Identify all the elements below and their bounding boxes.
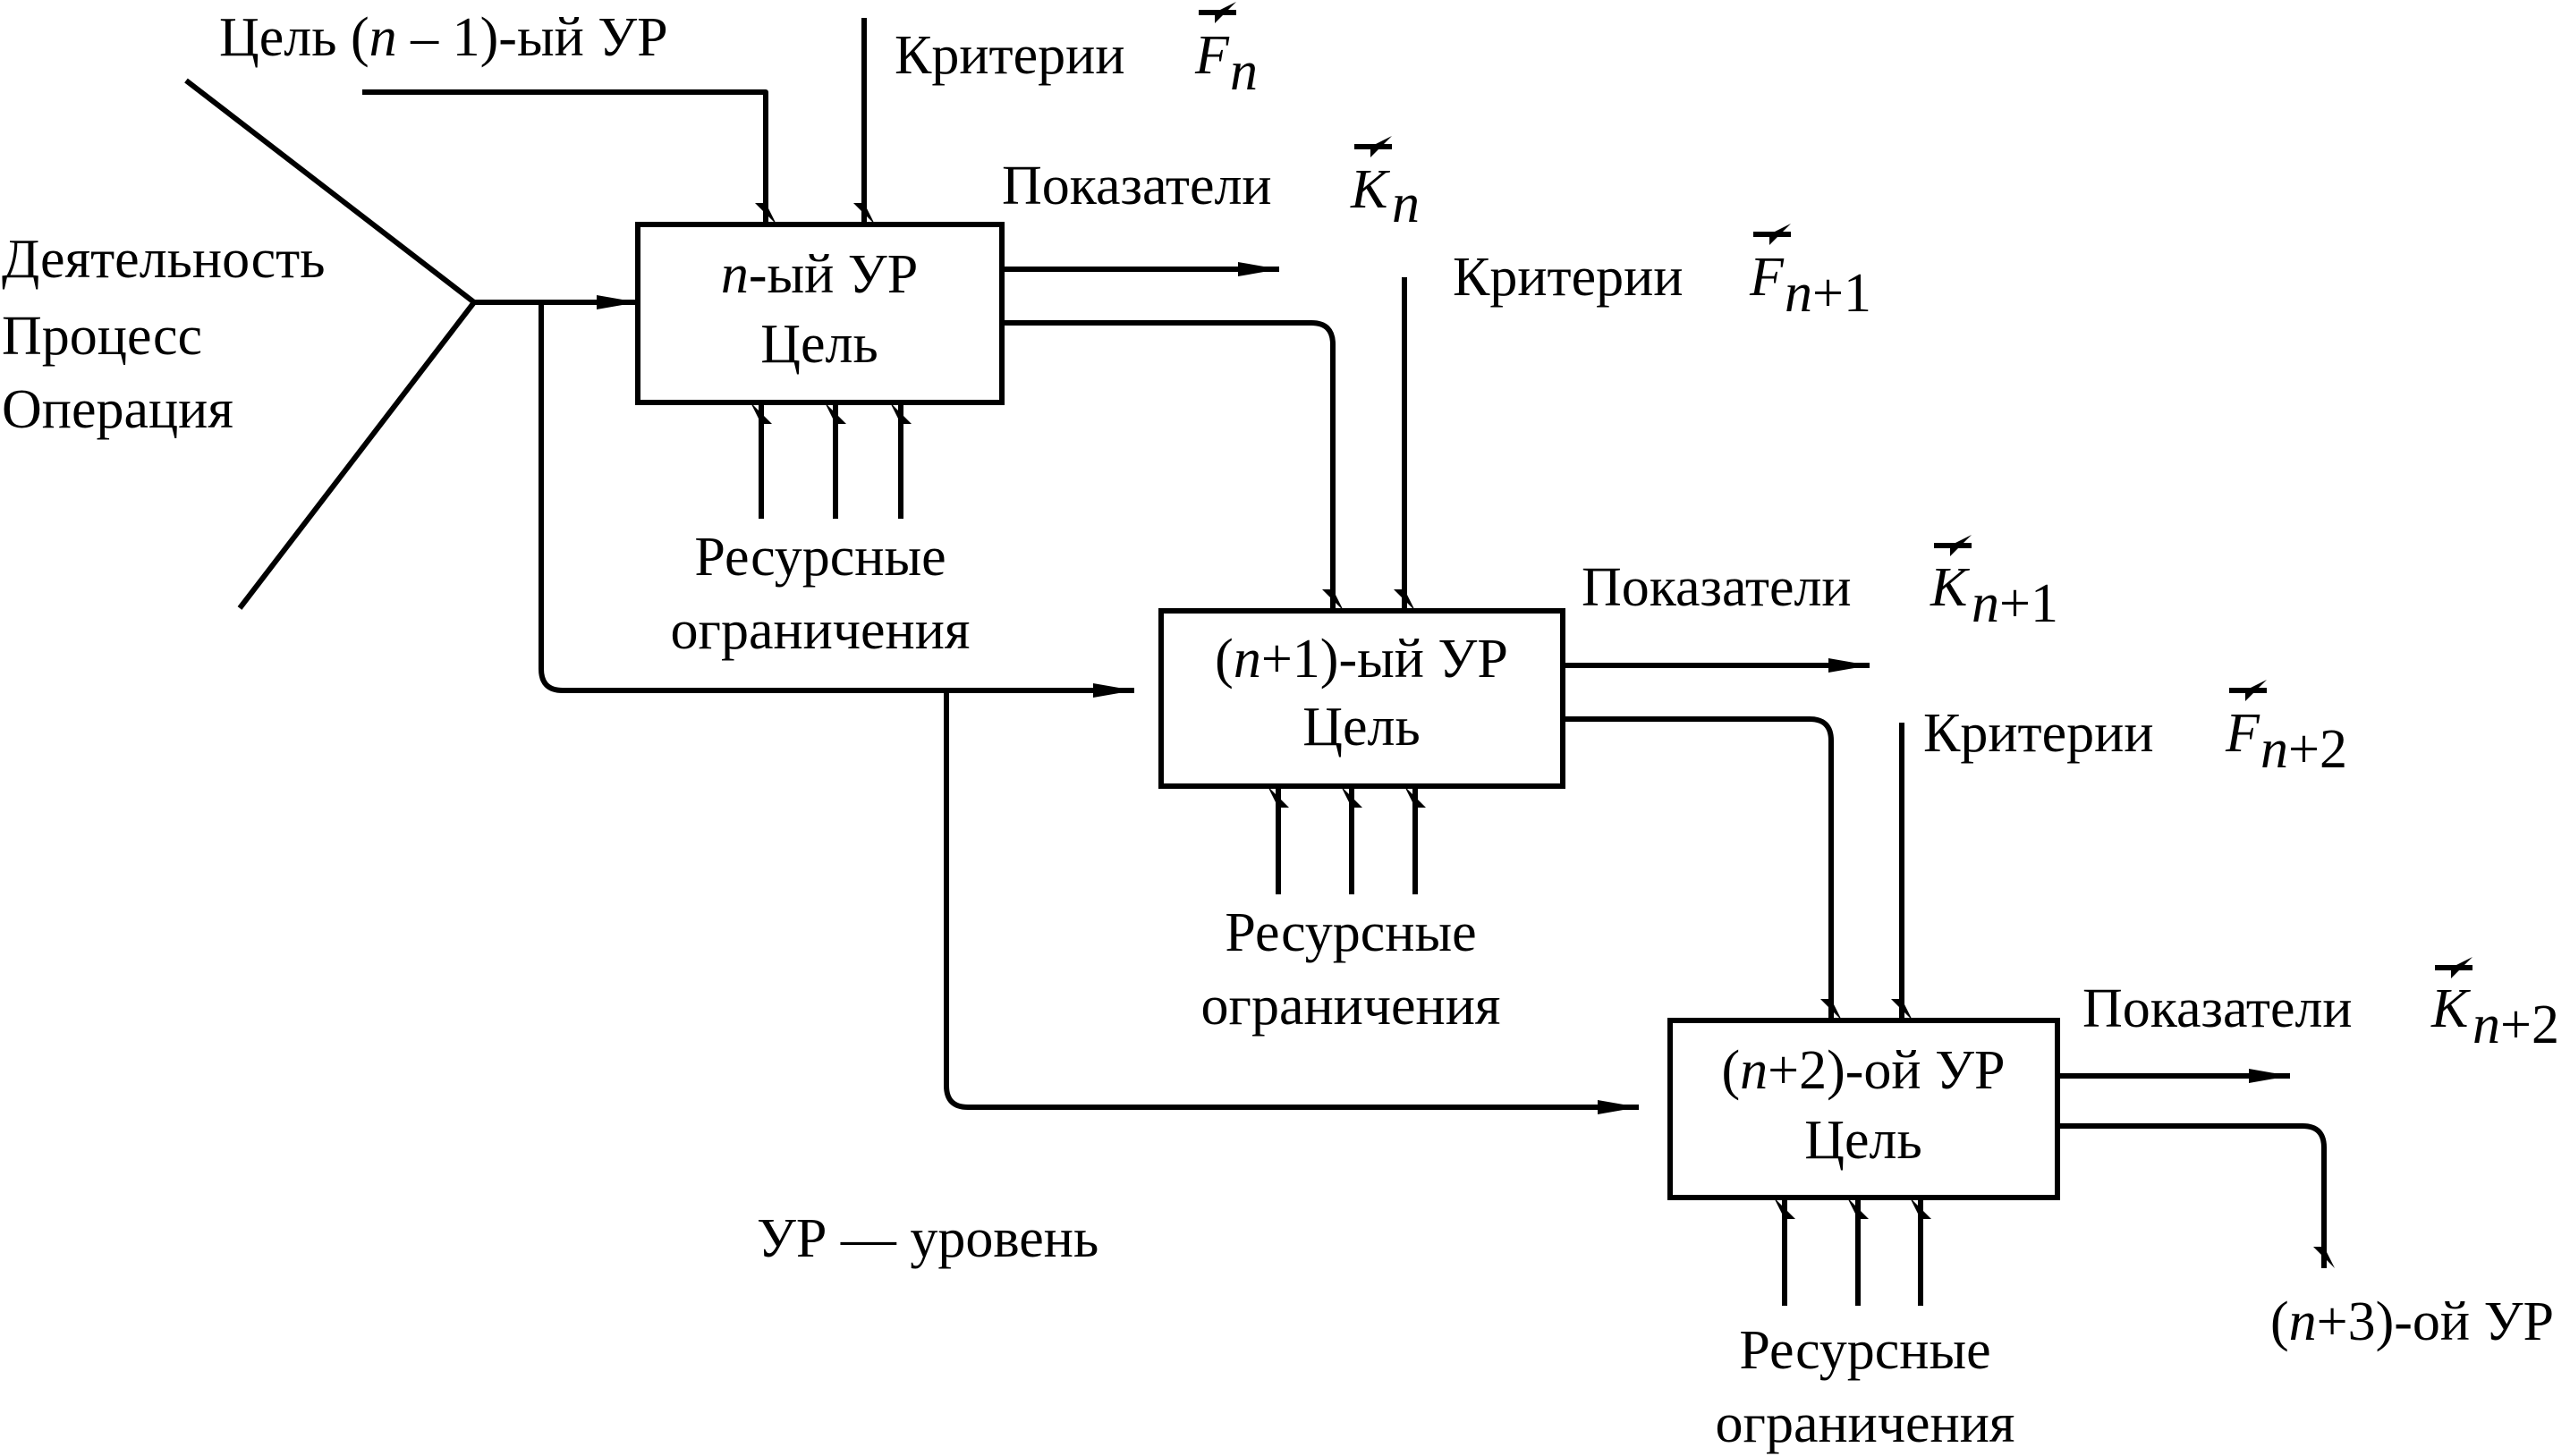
- svg-text:Критерии: Критерии: [1453, 247, 1684, 308]
- level-n-criteria-label: Критерии F n: [895, 2, 1258, 102]
- level-n-to-n1-arrow: [1002, 320, 1344, 611]
- level-n2-resource-arrows: [1774, 1198, 1931, 1306]
- svg-text:Критерии: Критерии: [895, 25, 1125, 86]
- level-n2-title: (n+2)-ой УР: [1722, 1040, 2006, 1101]
- svg-text:n+1: n+1: [1972, 573, 2058, 634]
- level-n1-indicators-label: Показатели K n+1: [1582, 535, 2058, 634]
- level-n1-resources-line2: ограничения: [1201, 976, 1501, 1037]
- level-n-resource-arrows: [751, 402, 912, 519]
- svg-text:n: n: [1392, 174, 1420, 234]
- svg-text:K: K: [1930, 557, 1971, 618]
- next-level-label: (n+3)-ой УР: [2270, 1291, 2554, 1352]
- activity-label-line3: Операция: [2, 379, 233, 440]
- level-n2-to-n3-arrow: [2057, 1123, 2335, 1268]
- level-n2-resources-line1: Ресурсные: [1739, 1320, 1990, 1381]
- level-n-box: [635, 222, 1005, 405]
- level-n1-title: (n+1)-ый УР: [1215, 629, 1508, 690]
- legend-label: УР — уровень: [757, 1208, 1098, 1269]
- level-n2-indicators-label: Показатели K n+2: [2082, 957, 2559, 1055]
- level-n1-resources-line1: Ресурсные: [1225, 902, 1476, 963]
- svg-text:K: K: [2430, 978, 2472, 1039]
- level-n1-criteria-label: Критерии F n+1: [1453, 224, 1871, 324]
- activity-label-line1: Деятельность: [2, 229, 326, 290]
- level-n-title: n-ый УР: [721, 244, 918, 305]
- level-n1-to-n2-arrow: [1563, 716, 1842, 1020]
- svg-text:Показатели: Показатели: [1002, 156, 1272, 216]
- svg-text:F: F: [1749, 247, 1785, 308]
- svg-text:Показатели: Показатели: [2082, 978, 2353, 1039]
- top-goal-arrow: [362, 89, 776, 224]
- level-n1-box: [1158, 608, 1565, 789]
- svg-text:n+1: n+1: [1785, 263, 1871, 324]
- svg-text:n+2: n+2: [2260, 719, 2347, 780]
- level-n2-resources-line2: ограничения: [1716, 1393, 2015, 1454]
- level-n2-goal: Цель: [1804, 1110, 1922, 1171]
- level-n-goal: Цель: [760, 314, 878, 375]
- activity-to-level-n2-arrow: [944, 690, 1639, 1114]
- svg-text:n: n: [1230, 41, 1258, 102]
- svg-text:K: K: [1350, 159, 1391, 220]
- svg-text:Критерии: Критерии: [1923, 703, 2154, 764]
- svg-text:F: F: [2225, 703, 2260, 764]
- svg-text:Показатели: Показатели: [1582, 557, 1852, 618]
- level-n-resources-line2: ограничения: [671, 600, 971, 661]
- level-n-resources-line1: Ресурсные: [694, 527, 946, 588]
- level-n1-goal: Цель: [1302, 697, 1421, 758]
- svg-text:F: F: [1194, 25, 1230, 86]
- top-goal-label: Цель (n – 1)-ый УР: [219, 7, 668, 68]
- level-n1-resource-arrows: [1268, 786, 1426, 894]
- svg-text:n+2: n+2: [2472, 995, 2559, 1055]
- activity-to-level-n1-arrow: [539, 302, 1134, 698]
- level-n2-criteria-label: Критерии F n+2: [1923, 680, 2347, 780]
- activity-fan: [184, 78, 477, 610]
- activity-label-line2: Процесс: [2, 306, 202, 367]
- level-n-indicators-label: Показатели K n: [1002, 136, 1420, 234]
